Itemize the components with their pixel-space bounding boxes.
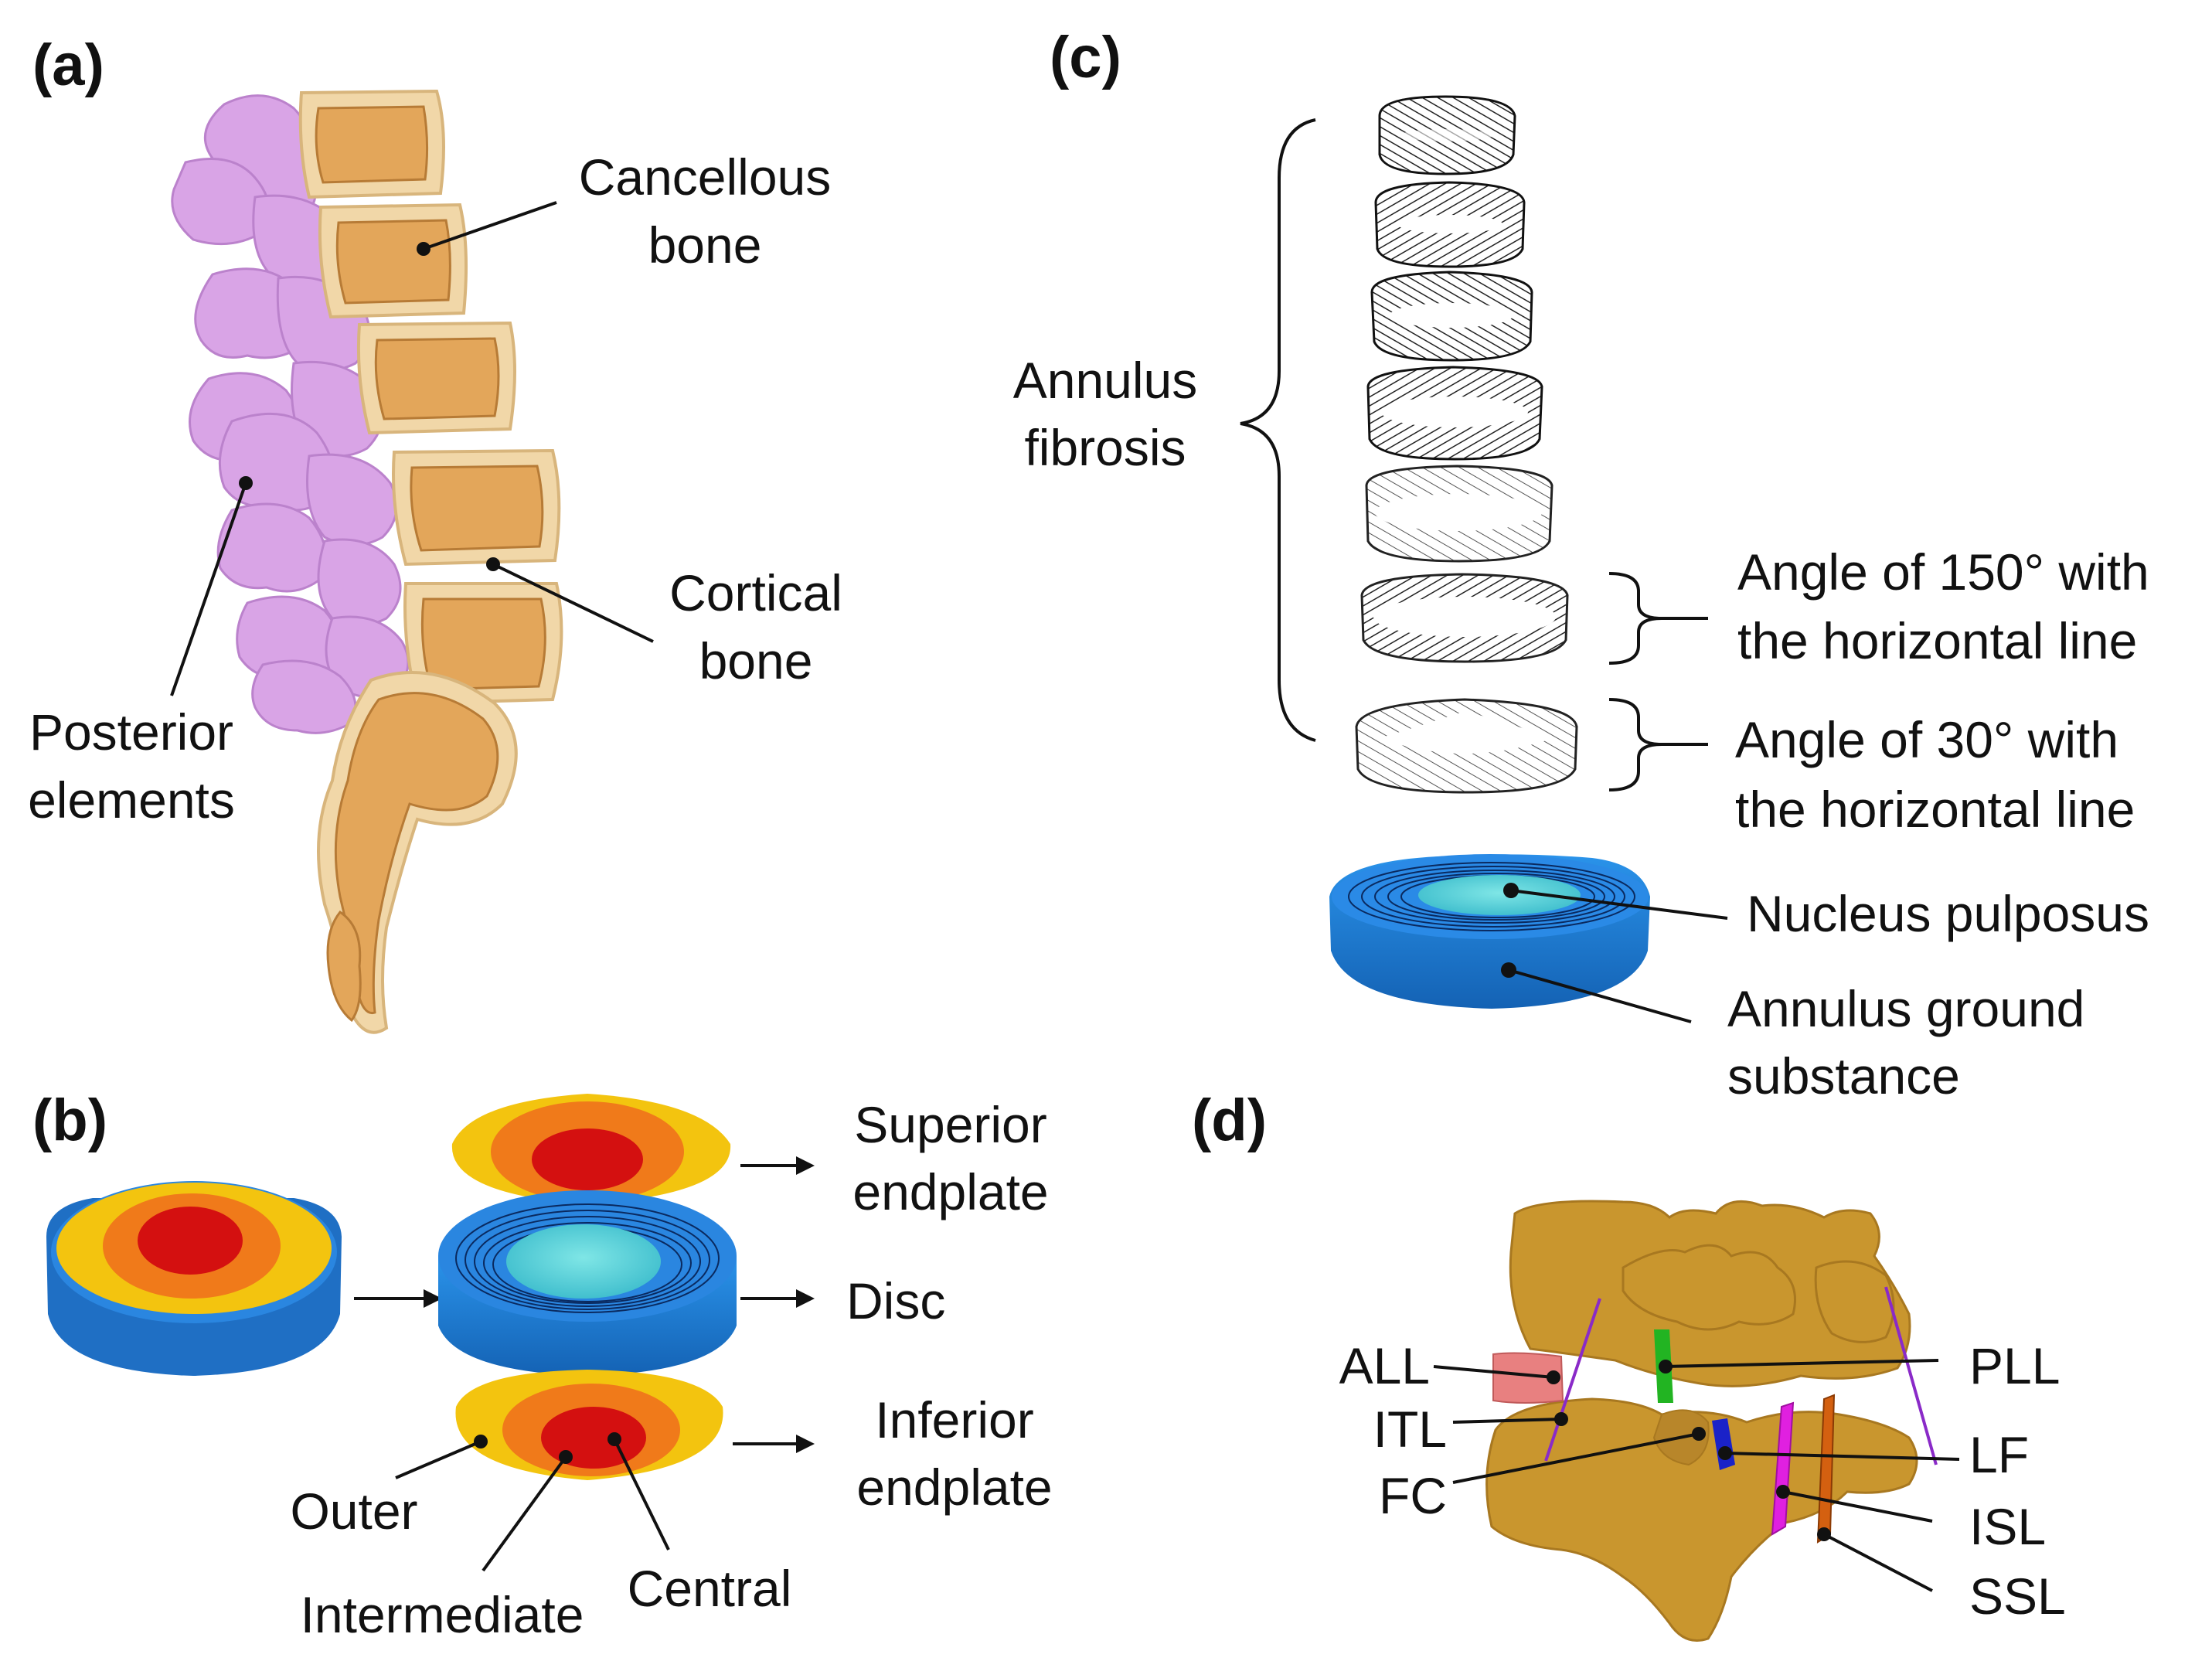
cortical-dot — [486, 557, 500, 571]
cortical-leader — [492, 563, 654, 643]
cancellous-dot — [417, 242, 430, 256]
panel-c-letter: (c) — [1050, 25, 1121, 90]
fibre-ring-6 — [1360, 573, 1569, 663]
label-posterior-1: Posterior — [29, 703, 233, 761]
label-all: ALL — [1339, 1337, 1430, 1394]
ssl-dot — [1817, 1527, 1831, 1541]
angle150-brace — [1608, 572, 1662, 665]
panel-d: (d) — [1192, 1088, 2066, 1642]
arrow-disc-head — [796, 1289, 815, 1308]
annulus-brace — [1240, 118, 1316, 742]
inferior-endplate — [455, 1370, 723, 1480]
panel-d-letter: (d) — [1192, 1088, 1267, 1153]
all-dot — [1547, 1370, 1560, 1384]
label-cortical-1: Cortical — [669, 564, 842, 621]
intermediate-dot — [559, 1450, 573, 1464]
label-inferior-1: Inferior — [875, 1391, 1033, 1448]
fibre-ring-2 — [1374, 181, 1526, 268]
label-fc: FC — [1379, 1467, 1447, 1524]
label-posterior-2: elements — [28, 771, 235, 829]
arrow-inferior-head — [796, 1435, 815, 1453]
panel-c: (c) — [1013, 25, 2149, 1105]
label-lf: LF — [1969, 1426, 2029, 1483]
itl-dot — [1554, 1412, 1568, 1426]
label-ssl: SSL — [1969, 1568, 2066, 1625]
ground-leader — [1508, 968, 1692, 1023]
disc-with-nucleus — [1329, 854, 1650, 1009]
label-outer: Outer — [290, 1482, 417, 1540]
superior-endplate — [451, 1094, 731, 1204]
label-cortical-2: bone — [699, 632, 813, 689]
lf-leader — [1724, 1452, 1960, 1461]
label-itl: ITL — [1373, 1401, 1447, 1458]
panel-b: (b) — [32, 1088, 1053, 1643]
isl-dot — [1776, 1485, 1790, 1499]
label-annulus-2: fibrosis — [1024, 419, 1186, 476]
posterior-dot — [239, 476, 253, 490]
isl-leader — [1782, 1490, 1933, 1523]
label-angle150-1: Angle of 150° with — [1737, 543, 2149, 601]
label-pll: PLL — [1969, 1337, 2060, 1394]
fibre-ring-7 — [1355, 698, 1578, 794]
motion-segment-model — [1485, 1200, 1938, 1642]
arrow-superior-head — [796, 1156, 815, 1175]
itl-leader — [1452, 1418, 1562, 1424]
label-disc: Disc — [846, 1272, 945, 1329]
pll-dot — [1659, 1360, 1673, 1374]
all-leader — [1433, 1365, 1554, 1379]
panel-a-letter: (a) — [32, 32, 104, 98]
intermediate-leader — [482, 1455, 567, 1572]
angle30-brace — [1608, 698, 1662, 791]
annulus-fibre-rings — [1355, 95, 1578, 794]
nucleus-dot — [1503, 883, 1519, 898]
fibre-ring-1 — [1378, 95, 1516, 175]
label-inferior-2: endplate — [856, 1459, 1052, 1516]
arrow-assemble-head — [424, 1289, 442, 1308]
fibre-ring-3 — [1370, 271, 1533, 362]
label-ground-2: substance — [1727, 1047, 1960, 1105]
label-superior-2: endplate — [852, 1163, 1048, 1220]
fibre-ring-5 — [1365, 465, 1554, 563]
label-superior-1: Superior — [854, 1096, 1046, 1153]
label-angle30-2: the horizontal line — [1735, 781, 2135, 838]
fc-leader — [1452, 1432, 1700, 1484]
panel-b-letter: (b) — [32, 1088, 107, 1153]
label-angle150-2: the horizontal line — [1737, 612, 2137, 669]
nucleus-leader — [1510, 889, 1728, 920]
label-isl: ISL — [1969, 1498, 2046, 1555]
label-annulus-1: Annulus — [1013, 352, 1198, 409]
label-cancellous-1: Cancellous — [579, 148, 832, 206]
ground-dot — [1501, 962, 1516, 978]
disc-exploded — [438, 1190, 737, 1376]
central-leader — [613, 1438, 670, 1551]
label-angle30-1: Angle of 30° with — [1735, 711, 2118, 768]
label-intermediate: Intermediate — [301, 1586, 584, 1643]
pll-leader — [1665, 1359, 1939, 1368]
cancellous-leader — [423, 201, 557, 250]
panel-a: (a) — [28, 32, 842, 1034]
label-central: Central — [628, 1560, 792, 1617]
central-dot — [607, 1432, 621, 1446]
label-nucleus: Nucleus pulposus — [1747, 885, 2149, 942]
label-cancellous-2: bone — [648, 216, 762, 274]
label-ground-1: Annulus ground — [1727, 980, 2084, 1037]
lf-dot — [1718, 1446, 1732, 1460]
outer-leader — [395, 1440, 482, 1479]
assembled-disc — [46, 1181, 342, 1376]
fibre-ring-4 — [1366, 366, 1543, 461]
ssl-leader — [1823, 1533, 1933, 1592]
posterior-leader — [170, 482, 247, 696]
vertebral-bodies — [298, 89, 563, 1034]
fc-dot — [1692, 1427, 1706, 1441]
outer-dot — [474, 1435, 488, 1448]
